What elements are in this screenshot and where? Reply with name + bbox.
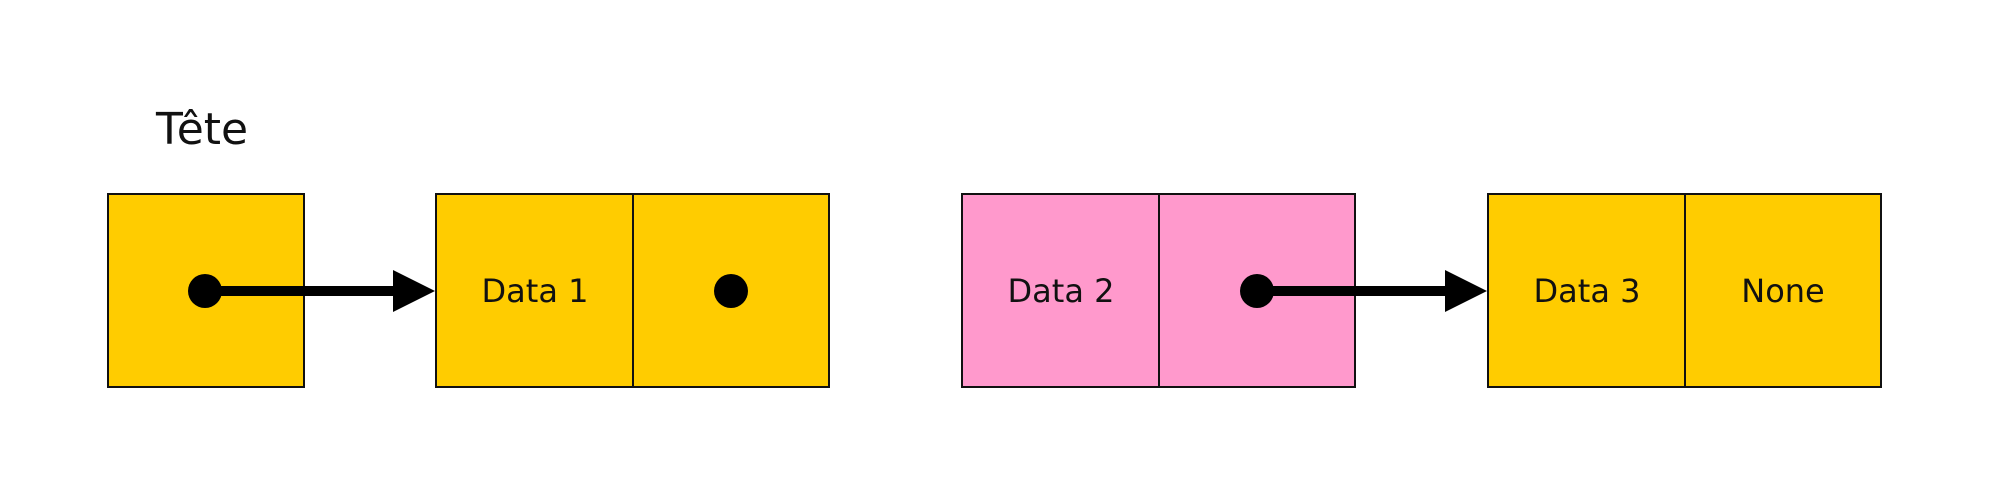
node-3: Data 3 None (1487, 193, 1882, 388)
arrow-head-icon (1445, 270, 1487, 312)
head-pointer-dot (188, 274, 222, 308)
node-3-data-label: Data 3 (1533, 271, 1641, 310)
node-2-data-label: Data 2 (1007, 271, 1115, 310)
node-2-divider (1158, 195, 1160, 386)
node-3-data-cell: Data 3 (1489, 195, 1685, 386)
node-3-next-label: None (1741, 271, 1825, 310)
arrow-head-icon (393, 270, 435, 312)
node-3-next-cell: None (1686, 195, 1880, 386)
node-1-pointer-dot (714, 274, 748, 308)
node-2-pointer-dot (1240, 274, 1274, 308)
node-1-data-cell: Data 1 (437, 195, 633, 386)
node-1-divider (632, 195, 634, 386)
head-label: Tête (156, 104, 249, 155)
node-2: Data 2 (961, 193, 1356, 388)
node-1: Data 1 (435, 193, 830, 388)
node-3-divider (1684, 195, 1686, 386)
node-1-data-label: Data 1 (481, 271, 589, 310)
node-2-data-cell: Data 2 (963, 195, 1159, 386)
